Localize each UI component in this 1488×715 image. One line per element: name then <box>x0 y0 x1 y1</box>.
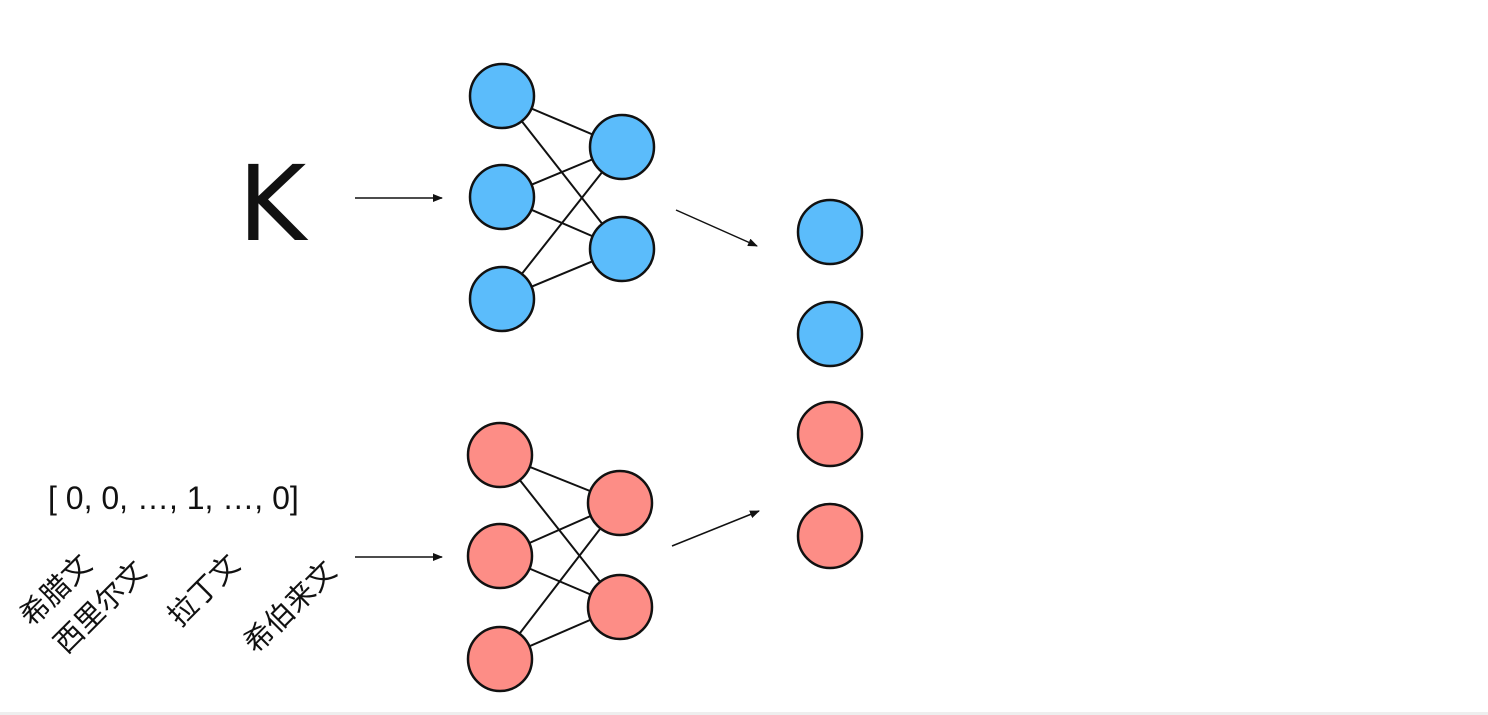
label-hebrew: 希伯来文 <box>237 554 343 660</box>
arrow-image-network-to-output <box>675 209 758 247</box>
label-input-node-3 <box>466 625 534 693</box>
image-input-node-3 <box>468 265 536 333</box>
label-network <box>466 421 654 693</box>
image-hidden-node-1 <box>588 113 656 181</box>
image-hidden-node-2 <box>588 215 656 283</box>
one-hot-vector: [ 0, 0, …, 1, …, 0] <box>48 480 299 516</box>
input-glyph-k: K <box>238 143 309 265</box>
image-input-node-1 <box>468 62 536 130</box>
label-latin: 拉丁文 <box>161 547 247 633</box>
label-hidden-node-2 <box>586 573 654 641</box>
arrow-label-network-to-output <box>671 510 760 547</box>
label-input-node-1 <box>466 421 534 489</box>
bottom-divider <box>0 712 1488 715</box>
output-node-1 <box>796 198 864 266</box>
output-embedding <box>796 198 864 570</box>
output-node-4 <box>796 502 864 570</box>
image-network <box>468 62 656 333</box>
output-node-2 <box>796 300 864 368</box>
label-input-node-2 <box>466 522 534 590</box>
output-node-3 <box>796 400 864 468</box>
image-input-node-2 <box>468 163 536 231</box>
label-hidden-node-1 <box>586 469 654 537</box>
